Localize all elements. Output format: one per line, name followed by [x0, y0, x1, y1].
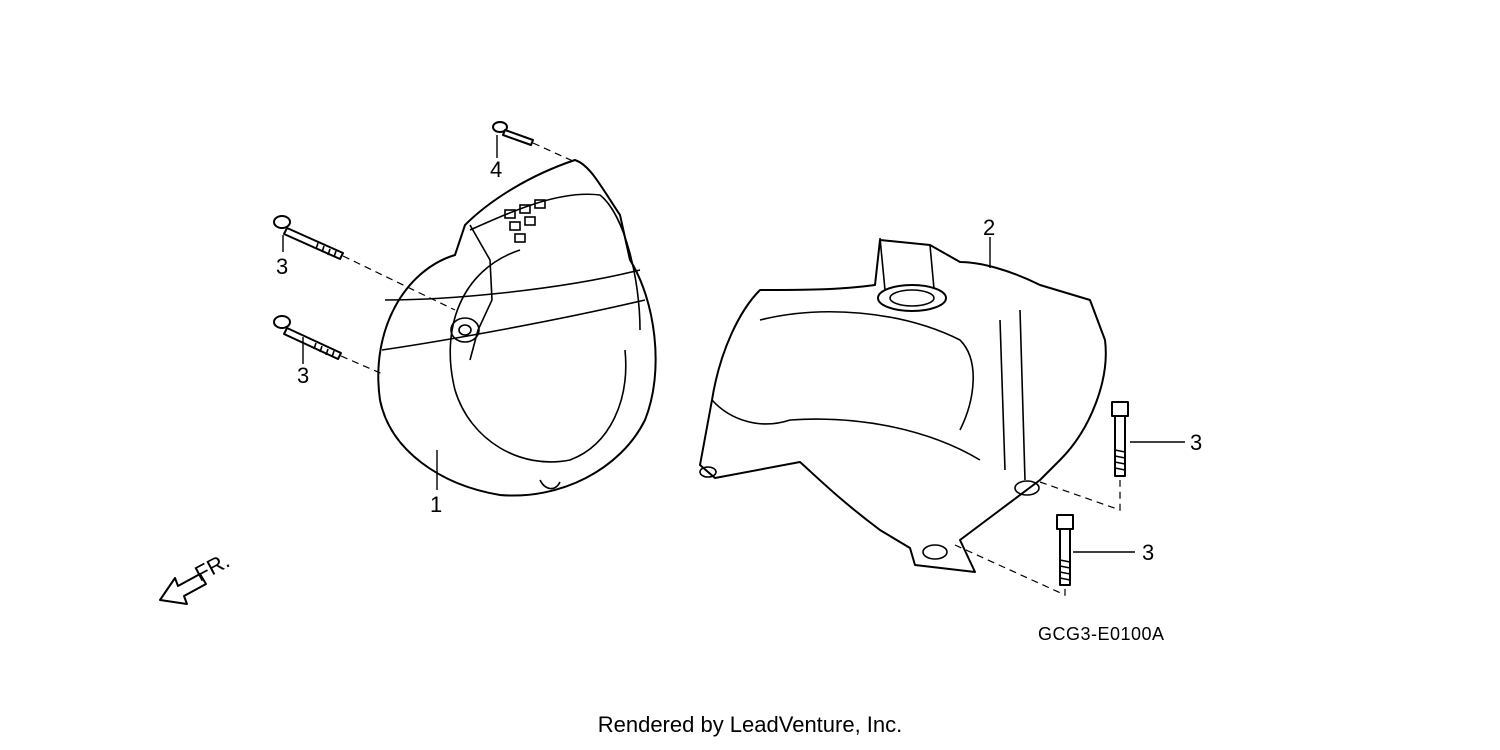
fan-cover-part[interactable] [377, 159, 657, 497]
callout-2: 2 [983, 215, 995, 240]
footer-credit: Rendered by LeadVenture, Inc. [597, 712, 903, 737]
callout-3b: 3 [297, 363, 309, 388]
assembly-line-lower-bolt [340, 355, 386, 376]
bolt-lower-left[interactable] [273, 315, 342, 360]
callout-3d: 3 [1142, 540, 1154, 565]
callout-3c: 3 [1190, 430, 1202, 455]
assembly-line-screw [532, 142, 576, 163]
assembly-line-right-upper [1039, 480, 1121, 511]
callout-4: 4 [490, 157, 502, 182]
shroud-part[interactable] [699, 237, 1107, 573]
assembly-line-upper-bolt [342, 255, 456, 311]
bolt-right-lower[interactable] [1056, 514, 1074, 586]
callout-3a: 3 [276, 254, 288, 279]
drawing-code: GCG3-E0100A [1038, 624, 1165, 644]
tapping-screw[interactable] [492, 121, 534, 146]
bolt-right-upper[interactable] [1111, 401, 1129, 477]
front-direction-arrow: FR. [159, 548, 234, 605]
callout-1: 1 [430, 492, 442, 517]
assembly-line-right-lower [954, 544, 1066, 596]
bolt-upper-left[interactable] [273, 215, 344, 260]
